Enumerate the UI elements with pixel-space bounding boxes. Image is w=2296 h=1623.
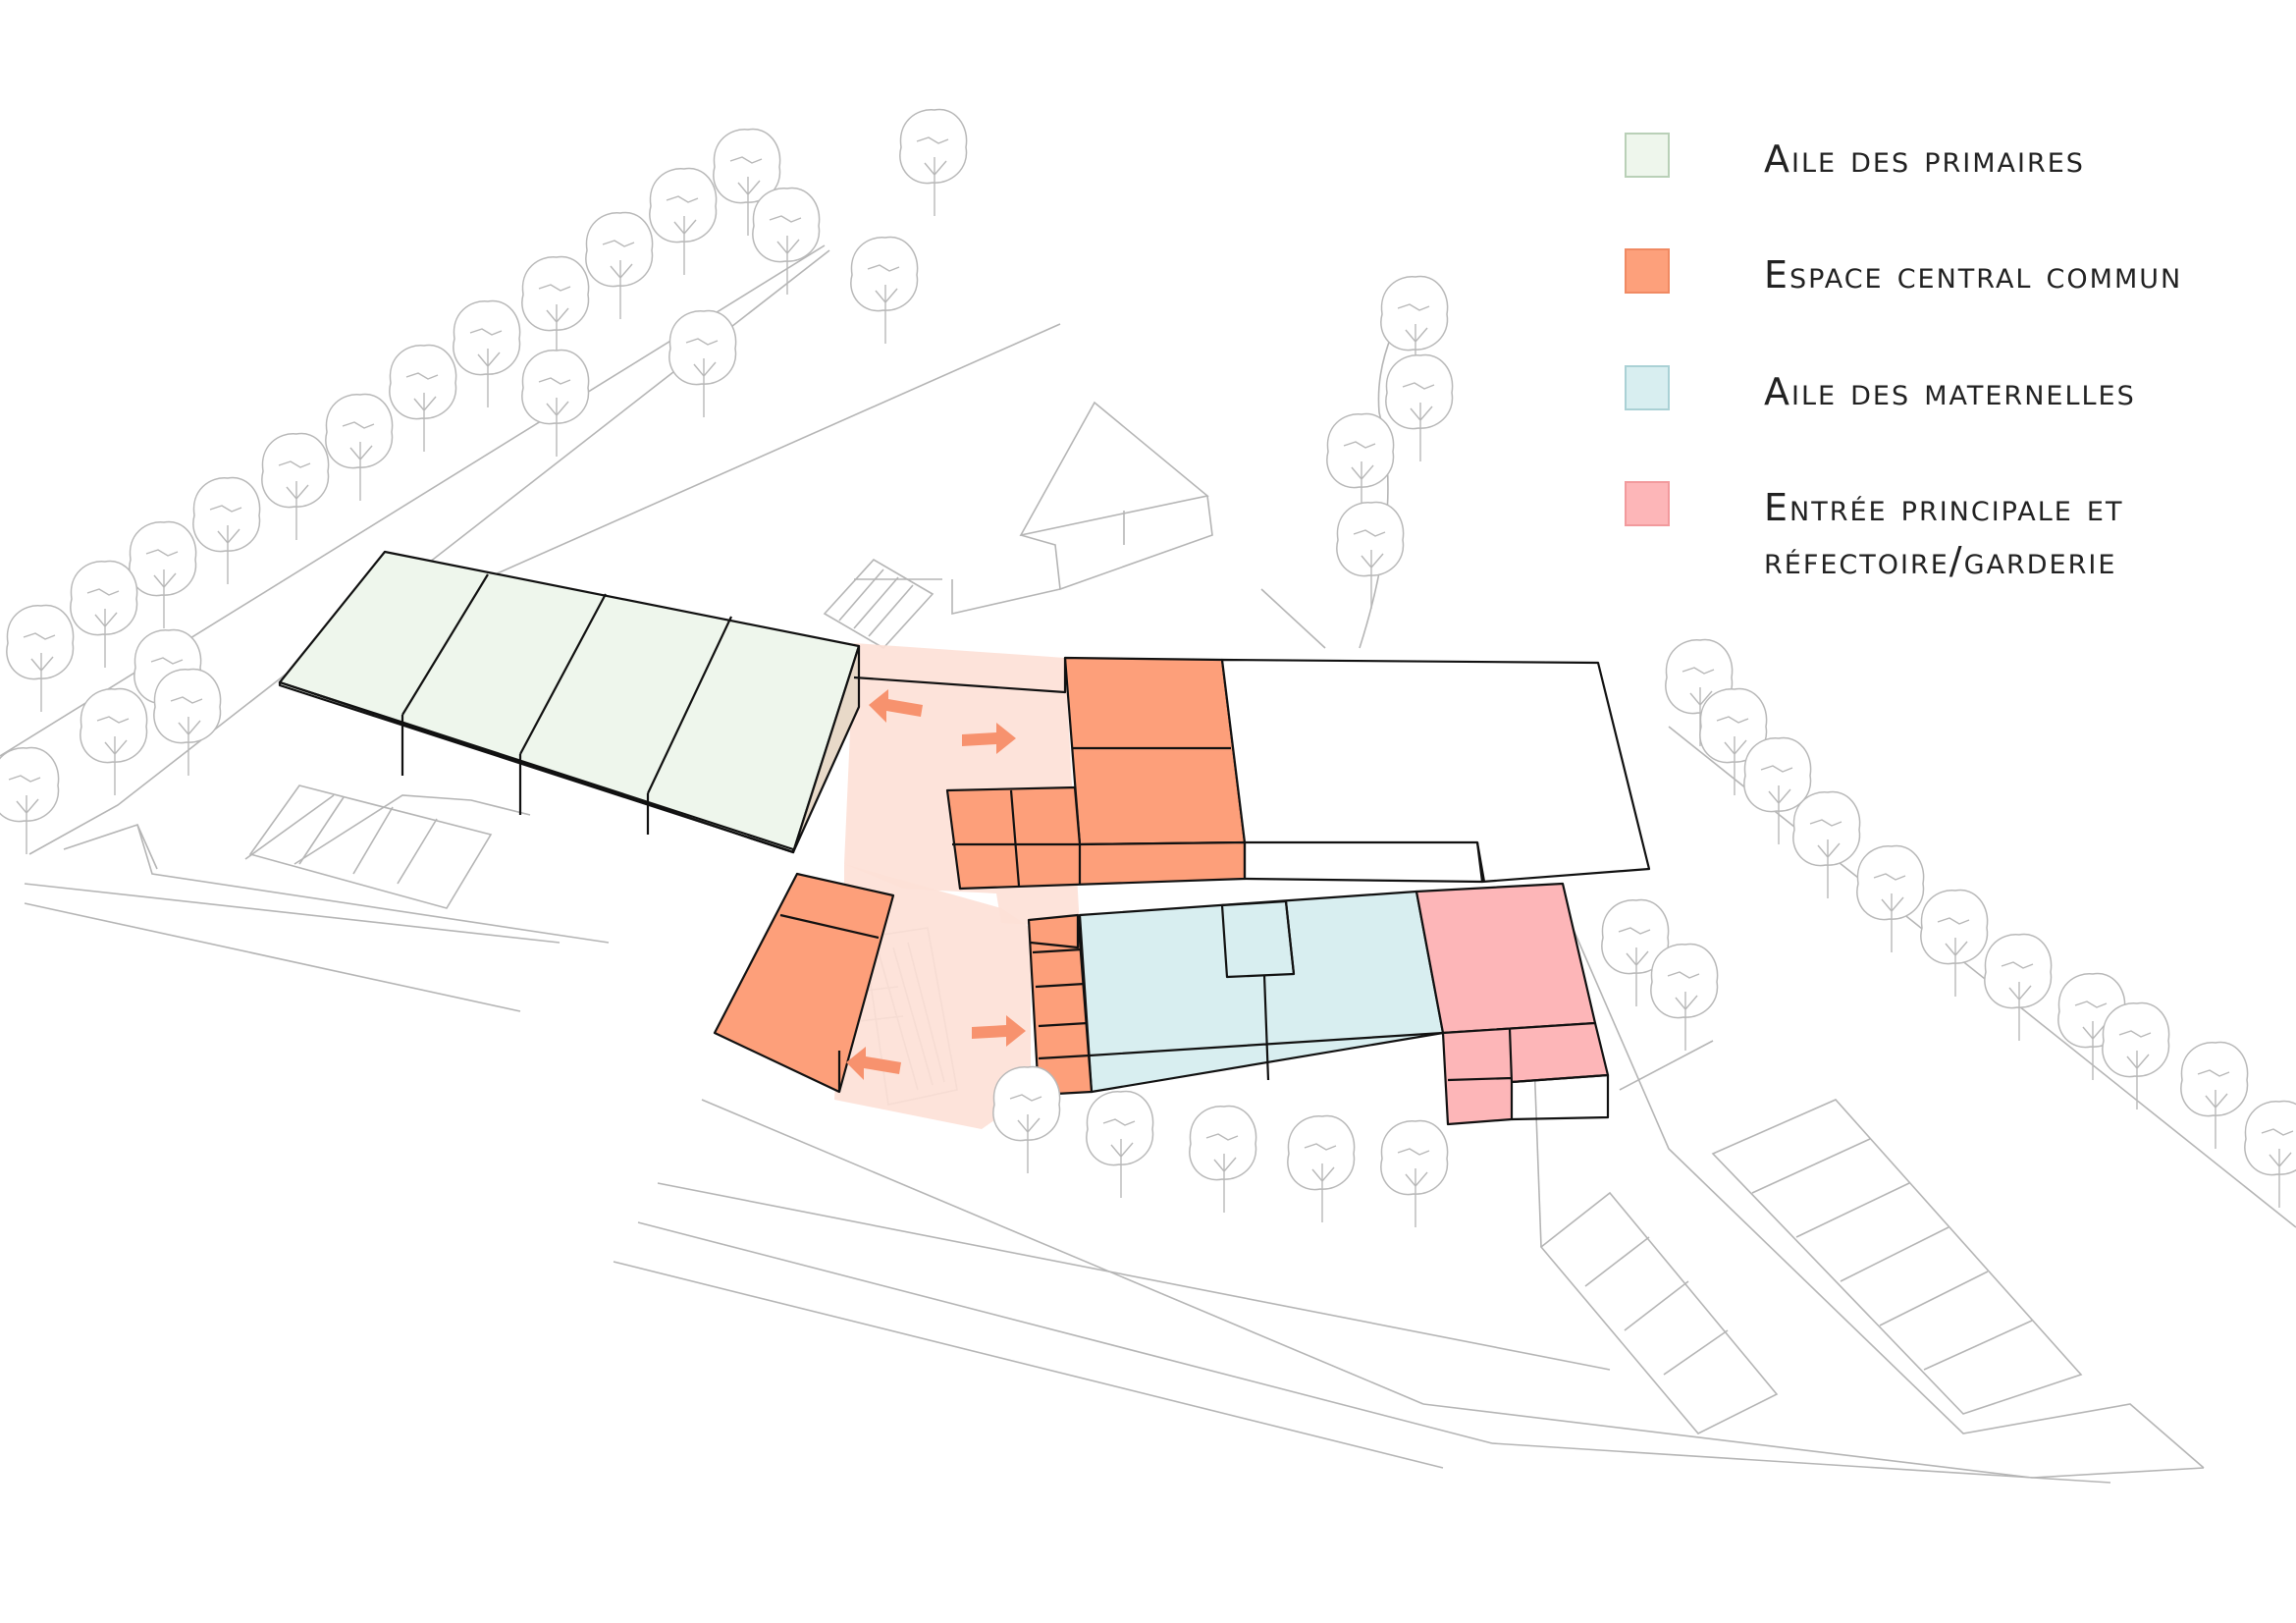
legend-swatch-entree bbox=[1625, 481, 1670, 526]
tree-icon bbox=[192, 476, 261, 584]
tree-icon bbox=[80, 687, 148, 795]
legend-swatch-central bbox=[1625, 248, 1670, 294]
legend-swatch-primaires bbox=[1625, 133, 1670, 178]
tree-icon bbox=[668, 309, 737, 417]
legend-item-entree: Entrée principale et réfectoire/garderie bbox=[1625, 481, 2123, 587]
tree-icon bbox=[1920, 889, 1989, 997]
tree-icon bbox=[585, 211, 654, 319]
legend-label-central: Espace central commun bbox=[1764, 253, 2183, 297]
tree-icon bbox=[261, 432, 330, 540]
tree-icon bbox=[325, 393, 394, 501]
legend-item-primaires: Aile des primaires bbox=[1625, 133, 2085, 186]
tree-icon bbox=[70, 560, 138, 668]
tree-icon bbox=[389, 344, 457, 452]
tree-icon bbox=[2102, 1001, 2170, 1109]
tree-icon bbox=[1380, 1119, 1449, 1227]
tree-icon bbox=[0, 746, 60, 854]
tree-icon bbox=[521, 255, 590, 363]
tree-icon bbox=[1856, 844, 1925, 952]
legend-label-entree-line2: réfectoire/garderie bbox=[1764, 539, 2117, 582]
tree-icon bbox=[1601, 898, 1670, 1006]
arrow-to-east bbox=[962, 723, 1016, 754]
tree-icon bbox=[1385, 353, 1454, 461]
tree-icon bbox=[2244, 1100, 2296, 1208]
tree-icon bbox=[2180, 1041, 2249, 1149]
tree-icon bbox=[752, 187, 821, 295]
tree-icon bbox=[129, 520, 197, 628]
circulation-arrows bbox=[846, 689, 1026, 1080]
tree-icon bbox=[649, 167, 718, 275]
tree-icon bbox=[1650, 943, 1719, 1051]
tree-icon bbox=[1984, 933, 2053, 1041]
arrow-to-primaires bbox=[869, 689, 923, 723]
tree-icon bbox=[1086, 1090, 1154, 1198]
trees bbox=[0, 108, 2296, 1227]
tree-icon bbox=[1287, 1114, 1356, 1222]
tree-icon bbox=[850, 236, 919, 344]
tree-icon bbox=[992, 1065, 1061, 1173]
arrow-to-southwest bbox=[846, 1047, 901, 1080]
tree-icon bbox=[521, 349, 590, 457]
tree-icon bbox=[6, 604, 75, 712]
arrow-to-maternelles bbox=[972, 1015, 1026, 1047]
legend-label-entree: Entrée principale et réfectoire/garderie bbox=[1764, 481, 2123, 587]
tree-icon bbox=[1189, 1105, 1257, 1213]
central-common-blocks bbox=[713, 656, 1247, 1097]
legend-swatch-maternelles bbox=[1625, 365, 1670, 410]
tree-icon bbox=[1792, 790, 1861, 898]
tree-icon bbox=[153, 668, 222, 776]
existing-building bbox=[853, 658, 1651, 949]
wing-primaires bbox=[278, 550, 861, 854]
tree-icon bbox=[1743, 736, 1812, 844]
legend-label-entree-line1: Entrée principale et bbox=[1764, 486, 2124, 529]
tree-icon bbox=[1699, 687, 1768, 795]
tree-icon bbox=[899, 108, 968, 216]
tree-icon bbox=[1326, 412, 1395, 520]
legend-item-central: Espace central commun bbox=[1625, 248, 2182, 301]
legend-label-primaires: Aile des primaires bbox=[1764, 137, 2085, 181]
wing-maternelles bbox=[1078, 890, 1445, 1094]
tree-icon bbox=[713, 128, 781, 236]
entrance-refectoire bbox=[1415, 882, 1610, 1126]
tree-icon bbox=[453, 299, 521, 407]
legend-label-maternelles: Aile des maternelles bbox=[1764, 370, 2136, 413]
tree-icon bbox=[1336, 501, 1405, 609]
legend-item-maternelles: Aile des maternelles bbox=[1625, 365, 2136, 418]
